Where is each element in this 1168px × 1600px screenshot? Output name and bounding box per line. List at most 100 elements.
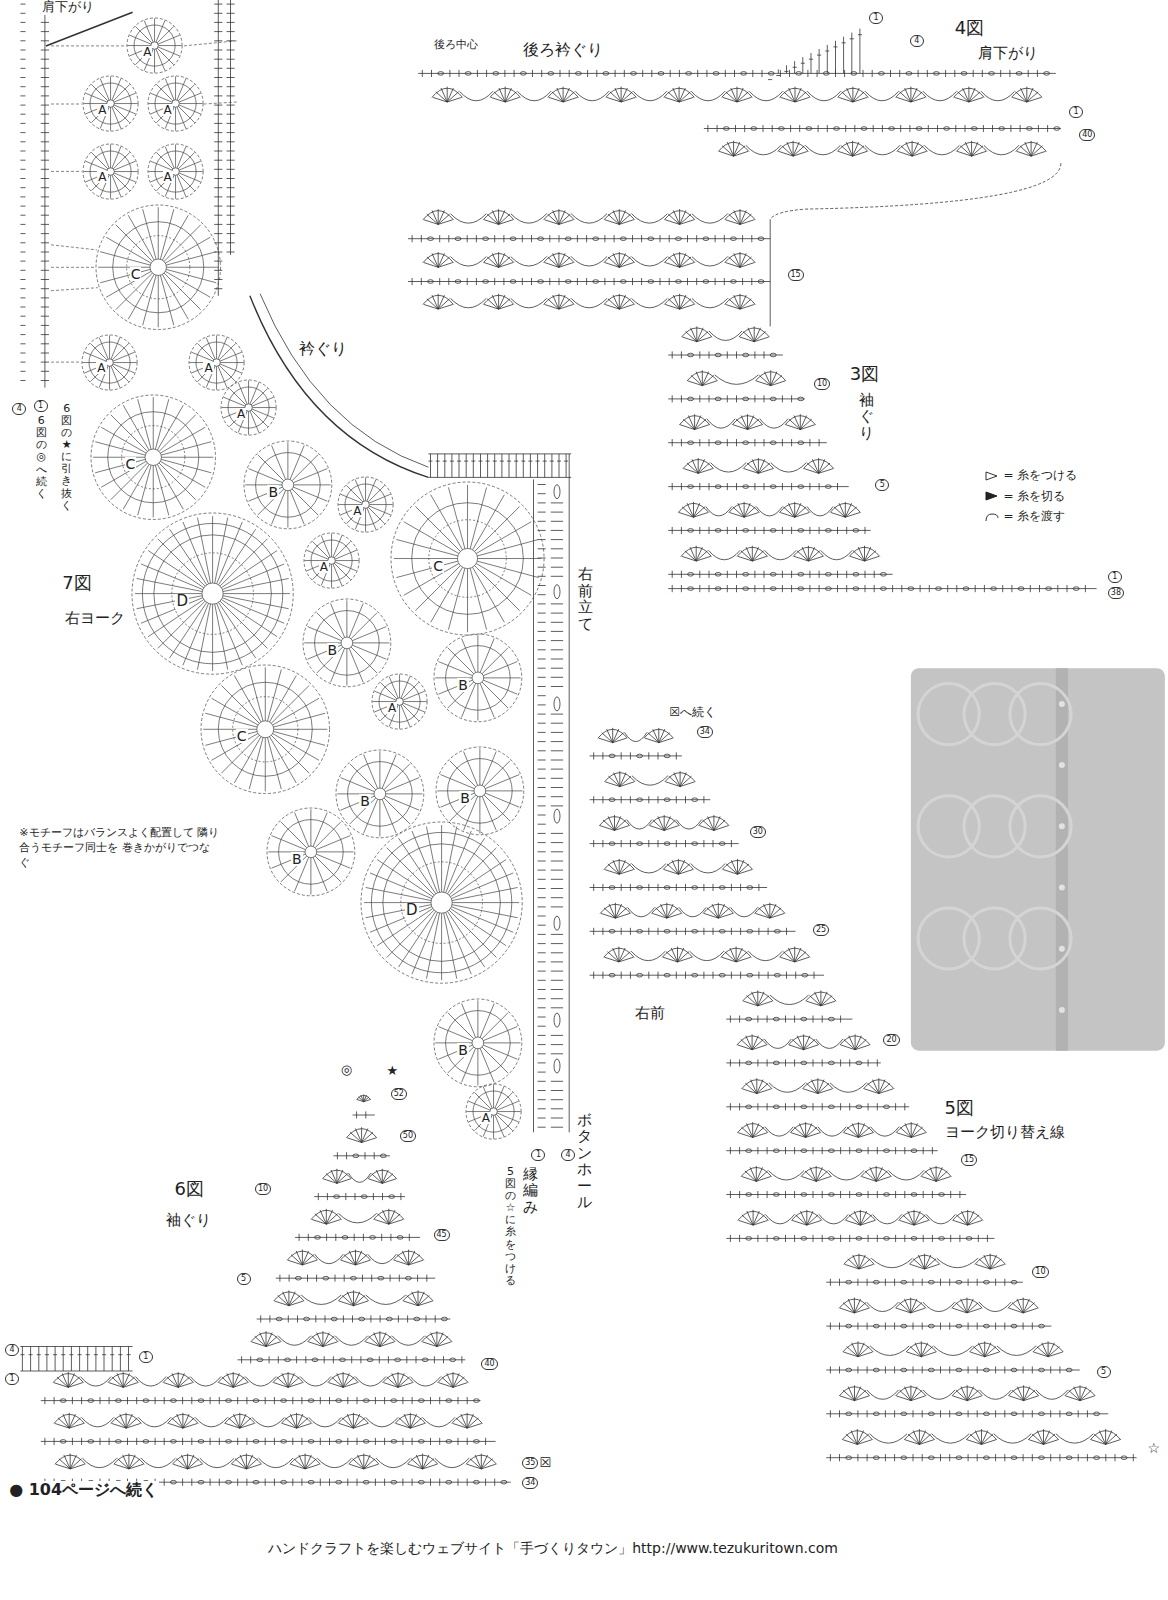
- label: 袖ぐり: [165, 1212, 212, 1229]
- motif-letter: B: [457, 678, 469, 692]
- label: 右ヨーク: [64, 610, 126, 627]
- motif-drawing: [465, 1083, 522, 1140]
- legend-sample: [985, 512, 999, 522]
- motif-drawing: [82, 143, 139, 200]
- motif-letter: D: [175, 594, 189, 609]
- motif-drawing: [390, 481, 545, 636]
- motif-drawing: [303, 532, 360, 589]
- motif-drawing: [435, 746, 525, 836]
- callout-number: 50: [400, 1130, 416, 1142]
- motif-letter: B: [291, 852, 303, 866]
- callout-number: 10: [814, 378, 830, 390]
- motif-circle: C: [390, 481, 545, 636]
- motif-drawing: [302, 598, 392, 688]
- motif-drawing: [131, 512, 294, 675]
- label: 肩下がり: [41, 0, 95, 15]
- label: ☆: [1147, 1440, 1162, 1456]
- motif-drawing: [220, 379, 277, 436]
- callout-number: 25: [813, 924, 829, 936]
- motif-letter: A: [236, 408, 246, 420]
- motif-letter: C: [130, 267, 142, 281]
- label: ハンドクラフトを楽しむウェブサイト「手づくりタウン」http://www.tez…: [267, 1540, 839, 1556]
- motif-circle: B: [335, 749, 425, 839]
- motif-circle: B: [435, 746, 525, 836]
- figure-number: 3図: [849, 364, 880, 385]
- callout-number: 1: [5, 1373, 19, 1385]
- callout-number: 20: [883, 1034, 899, 1046]
- callout-number: 1: [34, 400, 48, 412]
- callout-number: 34: [697, 726, 713, 738]
- motif-circle: C: [95, 204, 221, 330]
- callout-number: 5: [237, 1273, 251, 1285]
- motif-letter: A: [97, 171, 107, 183]
- label: 後ろ中心: [433, 39, 479, 52]
- legend-text: = 糸を切る: [1003, 488, 1065, 505]
- motif-circle: A: [303, 532, 360, 589]
- motif-drawing: [433, 998, 523, 1088]
- vertical-label: 袖ぐり: [859, 392, 874, 442]
- callout-number: 15: [788, 269, 804, 281]
- motif-circle: A: [337, 476, 394, 533]
- motif-circle: D: [131, 512, 294, 675]
- motif-circle: A: [147, 143, 204, 200]
- callout-number: 38: [1108, 587, 1124, 599]
- label: ☒: [539, 1456, 553, 1471]
- callout-number: 52: [391, 1088, 407, 1100]
- motif-circle: C: [200, 664, 331, 795]
- motif-letter: A: [481, 1112, 491, 1124]
- motif-letter: B: [267, 485, 279, 499]
- motif-drawing: [243, 440, 333, 530]
- legend-item: = 糸をつける: [985, 467, 1077, 484]
- stitch-chart: [20, 0, 1136, 1486]
- figure-number: 5図: [944, 1098, 975, 1119]
- callout-number: 1: [869, 12, 883, 24]
- vertical-label: ボタンホール: [577, 1112, 592, 1211]
- motif-letter: A: [352, 505, 362, 517]
- callout-number: 1: [1108, 571, 1122, 583]
- callout-number: 5: [1097, 1366, 1111, 1378]
- motif-letter: B: [327, 643, 339, 657]
- label: ◎: [340, 1063, 353, 1078]
- motif-letter: A: [387, 702, 397, 714]
- motif-drawing: [81, 334, 138, 391]
- label: ★: [386, 1064, 400, 1079]
- callout-number: 10: [1032, 1266, 1048, 1278]
- figure-number: 7図: [61, 573, 92, 594]
- label: 肩下がり: [977, 45, 1039, 62]
- motif-circle: A: [147, 75, 204, 132]
- motif-circle: D: [360, 821, 523, 984]
- motif-letter: A: [96, 362, 106, 374]
- callout-number: 40: [481, 1358, 497, 1370]
- callout-number: 35: [522, 1457, 538, 1469]
- motif-drawing: [335, 749, 425, 839]
- note: ※モチーフはバランスよく配置して 隣り合うモチーフ同士を 巻きかがりでつなぐ: [18, 826, 220, 871]
- callout-number: 34: [522, 1477, 538, 1489]
- motif-circle: B: [433, 998, 523, 1088]
- motif-circle: B: [302, 598, 392, 688]
- motif-circle: A: [82, 143, 139, 200]
- callout-number: 4: [12, 403, 26, 415]
- motif-letter: A: [97, 104, 107, 116]
- legend-item: = 糸を渡す: [985, 508, 1065, 525]
- legend-sample: [985, 471, 999, 481]
- vertical-label: 6図の◎へ続く: [36, 415, 47, 500]
- motif-circle: B: [243, 440, 333, 530]
- callout-number: 1: [531, 1149, 545, 1161]
- motif-drawing: [371, 673, 428, 730]
- motif-letter: B: [457, 1043, 469, 1057]
- motif-drawing: [82, 75, 139, 132]
- motif-circle: A: [371, 673, 428, 730]
- vertical-label: 右前立て: [578, 566, 593, 632]
- motif-letter: A: [163, 171, 173, 183]
- motif-circle: A: [465, 1083, 522, 1140]
- motif-circle: A: [126, 17, 183, 74]
- motif-drawing: [95, 204, 221, 330]
- label: ☒へ続く: [668, 706, 717, 720]
- motif-letter: A: [203, 362, 213, 374]
- motif-circle: C: [90, 394, 216, 520]
- callout-number: 5: [875, 479, 889, 491]
- figure-number: 4図: [954, 18, 985, 39]
- vertical-label: 6図の★に引き抜く: [61, 403, 72, 512]
- motif-circle: B: [266, 807, 356, 897]
- motif-letter: A: [142, 46, 152, 58]
